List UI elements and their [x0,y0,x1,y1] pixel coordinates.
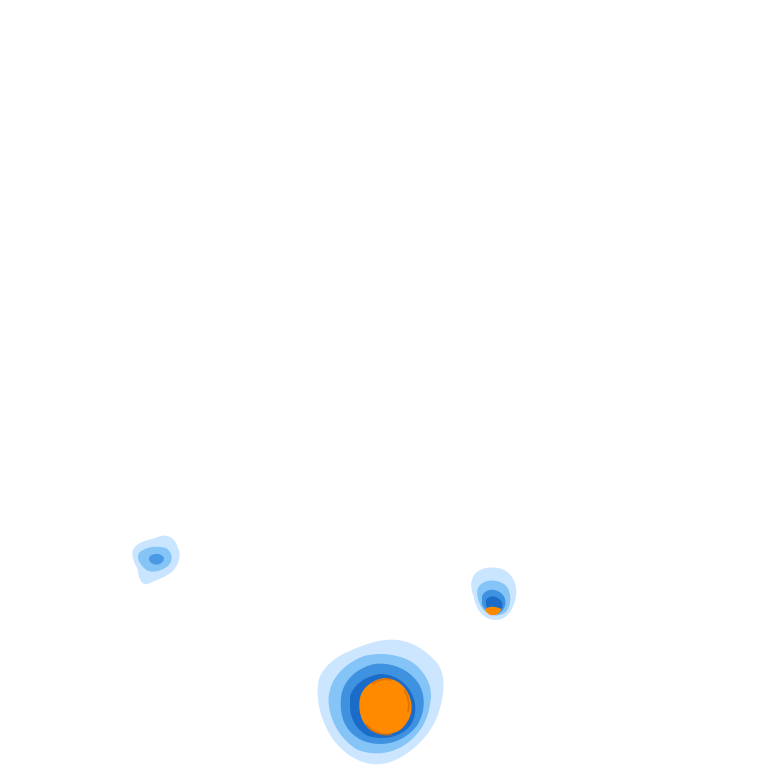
cluster-bottom-core [359,678,412,735]
cluster-bottom-core-edge [365,678,410,736]
cluster-right-core [485,606,501,616]
cluster-right [471,567,517,620]
cluster-left [132,535,180,585]
cluster-left-medium [149,553,164,565]
cluster-bottom [317,639,444,765]
